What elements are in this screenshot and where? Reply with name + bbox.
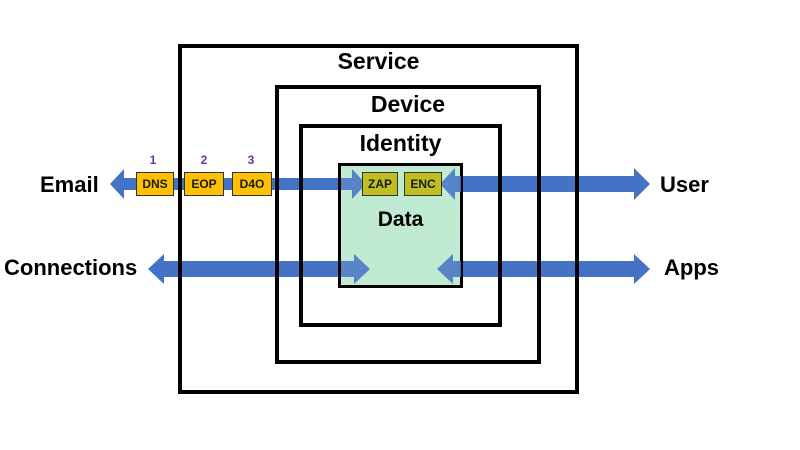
user-label: User <box>660 172 709 197</box>
identity-box <box>299 124 502 327</box>
device-label: Device <box>370 91 446 117</box>
device-box <box>275 85 541 364</box>
enc-control: ENC <box>404 172 442 196</box>
identity-label: Identity <box>359 130 442 156</box>
connections-data-arrow <box>148 254 370 284</box>
connections-label: Connections <box>4 255 138 280</box>
apps-label: Apps <box>664 255 719 280</box>
service-label: Service <box>337 48 420 74</box>
email-label: Email <box>40 172 99 197</box>
zap-control: ZAP <box>362 172 398 196</box>
step-number-1: 1 <box>149 153 157 167</box>
email-arrow-tip <box>341 169 366 199</box>
connections-arrow-tip <box>341 254 370 284</box>
data-label: Data <box>377 208 424 231</box>
user-arrow-tip <box>440 168 461 200</box>
apps-arrow-tip <box>437 254 461 284</box>
dns-step: DNS <box>136 172 174 196</box>
d4o-step: D4O <box>232 172 272 196</box>
service-box <box>178 44 579 394</box>
user-data-arrow <box>440 168 650 200</box>
apps-data-arrow <box>437 254 650 284</box>
eop-step: EOP <box>184 172 224 196</box>
step-number-3: 3 <box>247 153 255 167</box>
step-number-2: 2 <box>200 153 208 167</box>
